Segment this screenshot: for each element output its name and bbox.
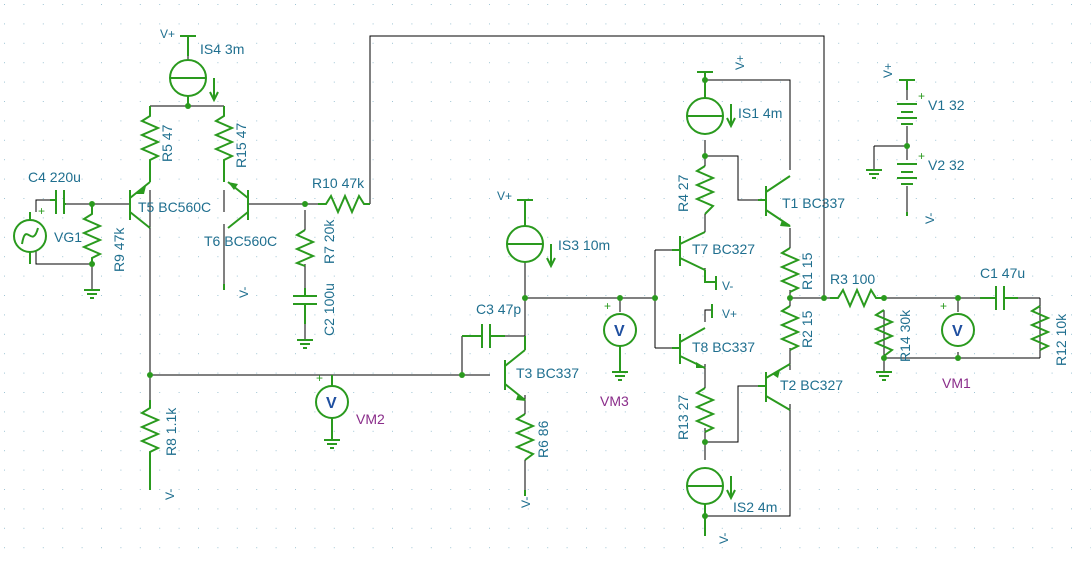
resistor-r1: [779, 247, 801, 293]
transistor-t2: [758, 363, 791, 411]
resistor-r15: [213, 106, 235, 170]
capacitor-c3: [462, 324, 505, 348]
label-r4: R4 27: [675, 174, 691, 212]
capacitor-c1: [980, 286, 1018, 310]
label-t3: T3 BC337: [516, 365, 579, 381]
label-c3: C3 47p: [476, 301, 521, 317]
rail-label-t8-vplus: V+: [722, 307, 737, 321]
rail-label-is2-vminus: V-: [717, 533, 731, 544]
label-r1: R1 15: [799, 252, 815, 290]
label-r14: R14 30k: [897, 309, 913, 362]
polarity-vg1: +: [38, 204, 45, 218]
battery-v2: [897, 163, 917, 185]
capacitor-c4: [50, 190, 66, 214]
label-is4: IS4 3m: [200, 41, 244, 57]
junctions: [89, 77, 961, 519]
label-r10: R10 47k: [312, 175, 365, 191]
rail-label-is1-vplus: V+: [733, 55, 747, 70]
resistor-r12: [1029, 305, 1051, 351]
vm1-glyph: V: [952, 323, 963, 340]
polarity-v1: +: [918, 89, 925, 103]
polarity-vm1: +: [940, 299, 947, 313]
voltmeter-vm3: [603, 313, 637, 372]
label-t1: T1 BC337: [782, 195, 845, 211]
label-t6: T6 BC560C: [204, 233, 277, 249]
rail-stubs: [149, 79, 915, 536]
label-r2: R2 15: [799, 310, 815, 348]
resistor-r9: [81, 204, 103, 264]
current-source-is4: [169, 35, 219, 106]
label-vm1: VM1: [942, 375, 971, 391]
polarity-v2: +: [918, 149, 925, 163]
label-is1: IS1 4m: [738, 105, 782, 121]
label-v2: V2 32: [928, 157, 965, 173]
rail-label-t6-vminus: V-: [237, 287, 251, 298]
label-r7: R7 20k: [321, 219, 337, 264]
label-r9: R9 47k: [111, 227, 127, 272]
battery-v1: [897, 103, 917, 125]
label-c2: C2 100u: [321, 283, 337, 336]
label-vg1: VG1: [54, 229, 82, 245]
label-r6: R6 86: [535, 420, 551, 458]
current-source-is2: [686, 467, 736, 530]
label-r13: R13 27: [675, 395, 691, 440]
resistor-r3: [830, 287, 884, 309]
voltmeter-vm2: [315, 375, 349, 440]
vm3-glyph: V: [614, 323, 625, 340]
transistor-t1: [758, 175, 791, 227]
resistor-r6: [514, 413, 536, 461]
resistor-r10: [318, 193, 370, 215]
transistor-t8: [672, 327, 706, 369]
label-t8: T8 BC337: [692, 339, 755, 355]
label-t5: T5 BC560C: [138, 199, 211, 215]
label-is2: IS2 4m: [733, 499, 777, 515]
label-r5: R5 47: [159, 124, 175, 162]
rail-label-v2-vminus: V-: [923, 213, 937, 224]
current-source-is3: [506, 199, 556, 269]
transistor-t3: [504, 336, 526, 401]
rail-label-r6-vminus: V-: [519, 497, 533, 508]
resistor-r7: [294, 229, 316, 267]
label-c1: C1 47u: [980, 265, 1025, 281]
label-vm3: VM3: [600, 393, 629, 409]
label-t7: T7 BC327: [692, 241, 755, 257]
current-source-is1: [686, 71, 736, 135]
label-r3: R3 100: [830, 271, 875, 287]
resistor-r14: [873, 309, 895, 357]
transistor-t6: [223, 170, 249, 229]
ground-symbols: [84, 169, 892, 449]
capacitor-c2: [293, 288, 317, 324]
polarity-vm3: +: [604, 299, 611, 313]
rail-label-v1-vplus: V+: [881, 63, 895, 78]
transistor-t5: [129, 170, 151, 229]
label-r12: R12 10k: [1053, 313, 1069, 366]
resistor-r8: [139, 400, 161, 470]
transistor-t7: [672, 231, 716, 283]
label-c4: C4 220u: [28, 169, 81, 185]
rail-label-is3-vplus: V+: [497, 189, 512, 203]
label-v1: V1 32: [928, 97, 965, 113]
polarity-vm2: +: [316, 371, 323, 385]
label-is3: IS3 10m: [558, 237, 610, 253]
rail-label-t7-vminus: V-: [722, 279, 733, 293]
label-vm2: VM2: [356, 411, 385, 427]
resistor-r4: [694, 165, 716, 215]
resistor-r13: [694, 387, 716, 433]
resistor-r5: [139, 106, 161, 170]
rail-label-r8-vminus: V-: [163, 489, 177, 500]
resistor-r2: [779, 305, 801, 351]
signal-generator-vg1: [13, 212, 47, 264]
label-t2: T2 BC327: [780, 377, 843, 393]
label-r15: R15 47: [233, 123, 249, 168]
vm2-glyph: V: [326, 395, 337, 412]
rail-label-is4-vplus: V+: [160, 27, 175, 41]
voltmeter-vm1: [941, 313, 975, 347]
label-r8: R8 1.1k: [163, 407, 179, 456]
